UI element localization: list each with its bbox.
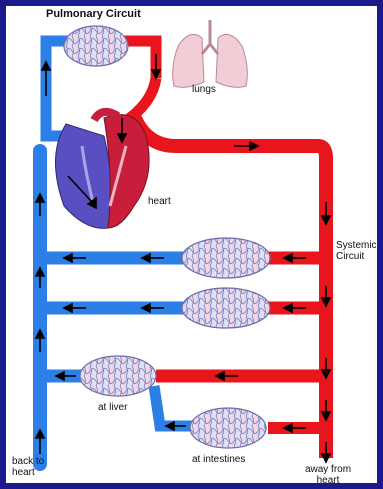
vein-network bbox=[40, 41, 196, 464]
circulation-graphic bbox=[6, 6, 377, 483]
circulatory-diagram: Pulmonary Circuit lungs heart Systemic C… bbox=[6, 6, 377, 483]
label-back-to-heart: back to heart bbox=[12, 456, 56, 478]
capillary-bed-intestines bbox=[190, 408, 266, 448]
heart-icon bbox=[55, 112, 149, 228]
label-pulmonary-circuit: Pulmonary Circuit bbox=[46, 9, 141, 20]
label-away-from-heart: away from heart bbox=[296, 464, 360, 483]
label-at-liver: at liver bbox=[98, 402, 127, 413]
label-systemic-circuit: Systemic Circuit bbox=[336, 240, 376, 262]
label-heart: heart bbox=[148, 196, 171, 207]
capillary-bed-mid-body bbox=[182, 288, 270, 328]
capillary-bed-liver bbox=[80, 356, 156, 396]
capillary-bed-lungs bbox=[64, 26, 128, 66]
label-at-intestines: at intestines bbox=[192, 454, 245, 465]
lungs-icon bbox=[173, 20, 248, 87]
label-lungs: lungs bbox=[192, 84, 216, 95]
capillary-bed-upper-body bbox=[182, 238, 270, 278]
